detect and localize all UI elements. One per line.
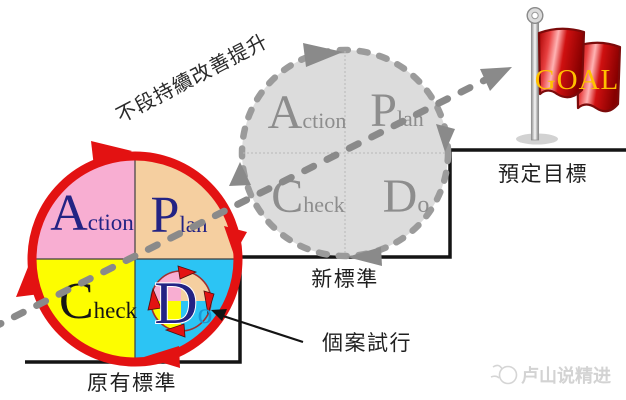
flag-pole-ring-hole <box>531 11 539 20</box>
mini-quadrant-plan <box>181 271 211 301</box>
quadrant-plan <box>135 156 238 259</box>
watermark-logo-head <box>498 365 518 385</box>
do-pointer <box>211 309 304 344</box>
label-new-standard: 新標準 <box>311 267 379 291</box>
label-original-standard: 原有標準 <box>87 371 177 395</box>
improvement-arrow <box>0 67 512 328</box>
do-pointer-arrowhead-icon <box>211 309 227 321</box>
label-target-goal: 預定目標 <box>498 162 588 186</box>
ghost-quadrant-label-check: Check <box>271 170 345 223</box>
ghost-quadrant-label-do: Do <box>383 170 430 223</box>
watermark-text: 卢山说精进 <box>521 365 611 387</box>
flag-banner-front <box>537 27 586 99</box>
watermark-logo-wing <box>490 364 503 379</box>
main-cycle-arrow-bottom-icon <box>144 346 180 368</box>
do-pointer-line <box>219 313 304 344</box>
goal-flag-icon: GOAL <box>516 6 622 145</box>
label-pilot-trial: 個案試行 <box>322 331 412 355</box>
mini-quadrant-do <box>181 301 211 331</box>
ghost-quadrant-label-action: Action <box>268 86 347 139</box>
watermark: 卢山说精进 <box>490 364 611 387</box>
mini-do-cycle: D o <box>147 265 215 338</box>
main-cycle: Action Plan Check D o <box>16 141 247 368</box>
improvement-arrow-head-icon <box>480 67 512 91</box>
quadrant-label-action: Action <box>50 185 134 242</box>
main-cycle-arrow-right-icon <box>224 226 247 255</box>
main-cycle-arrow-top-icon <box>91 141 132 167</box>
main-cycle-ring <box>27 151 243 367</box>
goal-text: GOAL <box>535 64 620 96</box>
watermark-logo-icon <box>490 364 518 385</box>
ghost-cycle-arrow-top-icon <box>303 43 343 67</box>
mini-quadrant-action <box>151 271 181 301</box>
quadrant-check <box>32 259 135 362</box>
ghost-cycle: Action Plan Check Do <box>229 43 455 266</box>
improvement-arrow-line <box>0 76 489 328</box>
mini-arrow-top-icon <box>177 265 198 280</box>
quadrant-action <box>32 156 135 259</box>
ghost-cycle-arrow-right-icon <box>436 124 455 152</box>
mini-do-letter-o: o <box>198 297 213 330</box>
ghost-cycle-arrow-left-icon <box>229 162 251 186</box>
mini-arrow-right-icon <box>203 290 215 315</box>
mini-cycle-arrows <box>147 265 215 338</box>
mini-arrow-bottom-icon <box>164 323 186 338</box>
mini-do-letter-d: D <box>154 270 197 336</box>
ghost-cycle-arrow-bottom-icon <box>347 247 382 266</box>
main-cycle-arrow-left-icon <box>16 267 40 297</box>
flag-banner-back <box>575 41 622 113</box>
mini-arrow-left-icon <box>147 287 162 311</box>
ghost-cycle-dash-ring <box>238 46 452 260</box>
